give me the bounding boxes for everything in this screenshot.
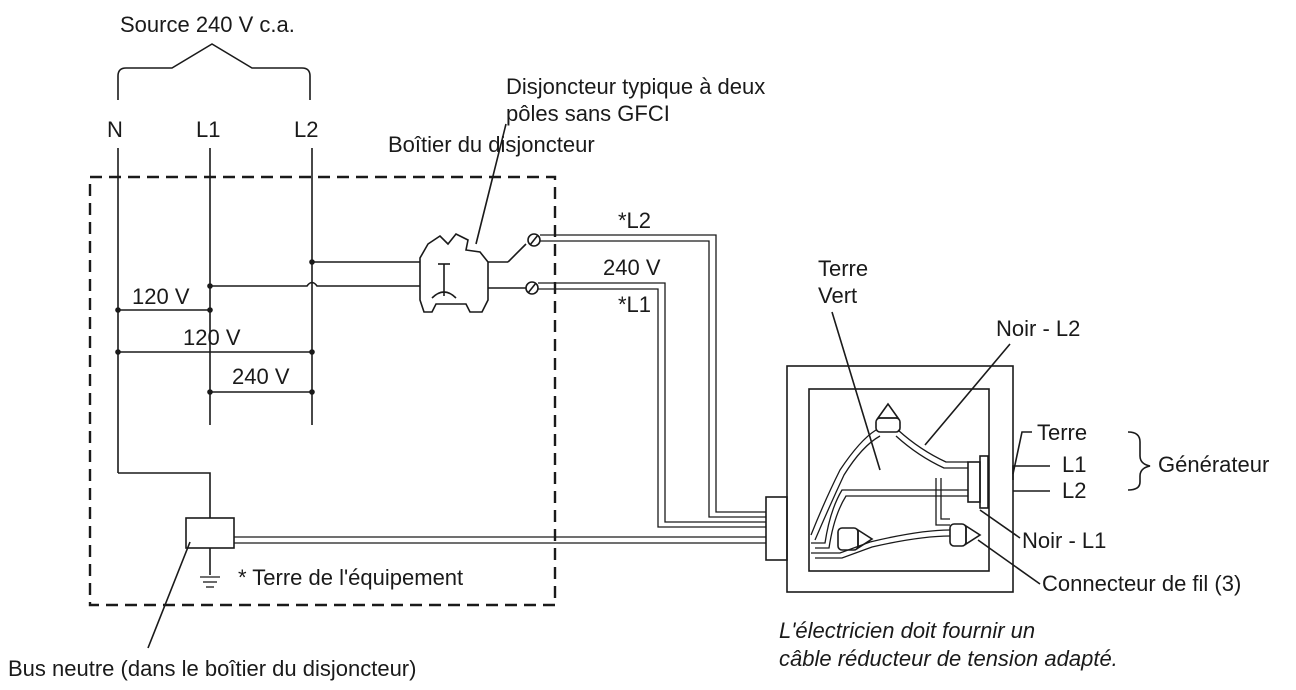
l1-breaker-feed — [210, 281, 420, 287]
gen-terre-label: Terre — [1037, 420, 1087, 445]
wire-nut-left-icon — [837, 527, 874, 551]
cable-240v-label: 240 V — [603, 255, 661, 280]
gen-out-terre — [1012, 431, 1032, 475]
neutral-to-bus-wire — [118, 472, 211, 518]
source-label: Source 240 V c.a. — [120, 12, 295, 37]
volt-120v-label-a: 120 V — [132, 284, 190, 309]
breaker-out-l2-diag — [507, 243, 527, 263]
dot — [207, 307, 213, 313]
dot — [115, 307, 121, 313]
terminal-l2-icon — [527, 233, 541, 247]
l1-junction-dot — [207, 283, 213, 289]
n-label: N — [107, 117, 123, 142]
terre-vert-leader — [831, 311, 881, 471]
breaker-box-outline — [88, 175, 557, 607]
breaker-note-line1: Disjoncteur typique à deux — [506, 74, 765, 99]
breaker-box-label: Boîtier du disjoncteur — [388, 132, 595, 157]
wire-nut-right-icon — [949, 523, 982, 547]
gen-out-l1 — [1012, 465, 1050, 480]
l1-label: L1 — [196, 117, 220, 142]
cable-l2-label: *L2 — [618, 208, 651, 233]
noir-l2-leader — [924, 343, 1011, 446]
l2-junction-dot — [309, 259, 315, 265]
dot — [115, 349, 121, 355]
noir-l2-label: Noir - L2 — [996, 316, 1080, 341]
gen-l2-label: L2 — [1062, 478, 1086, 503]
strain-relief-connector — [765, 496, 788, 561]
noir-l1-leader — [979, 509, 1021, 539]
junction-box-inner — [808, 388, 990, 572]
ground-equipment-label: * Terre de l'équipement — [238, 565, 463, 590]
electrician-note-line1: L'électricien doit fournir un — [779, 618, 1035, 643]
generator-brace — [1127, 431, 1151, 491]
source-brace — [117, 43, 311, 100]
terre-vert-line2: Vert — [818, 283, 857, 308]
noir-l1-label: Noir - L1 — [1022, 528, 1106, 553]
cable-ground — [234, 536, 766, 544]
dot — [207, 389, 213, 395]
volt-120v-label-b: 120 V — [183, 325, 241, 350]
wire-nut-top-icon — [875, 402, 901, 433]
ground-symbol-icon — [200, 576, 220, 588]
dot — [309, 349, 315, 355]
volt-240v-label: 240 V — [232, 364, 290, 389]
cable-240v-pair — [538, 282, 766, 528]
connecteur-leader — [977, 539, 1041, 585]
terre-vert-line1: Terre — [818, 256, 868, 281]
internal-wiring — [810, 429, 968, 559]
generator-plug-icon — [967, 455, 989, 509]
two-pole-breaker-icon — [419, 232, 489, 313]
neutral-bus-block — [185, 517, 235, 549]
breaker-leader-line — [475, 123, 507, 245]
breaker-note-line2: pôles sans GFCI — [506, 101, 670, 126]
neutral-bus-leader — [147, 541, 191, 649]
cable-l2 — [540, 234, 766, 518]
terminal-l1-icon — [525, 281, 539, 295]
electrician-note-line2: câble réducteur de tension adapté. — [779, 646, 1118, 671]
generateur-label: Générateur — [1158, 452, 1269, 477]
neutral-bus-label: Bus neutre (dans le boîtier du disjoncte… — [8, 656, 416, 681]
cable-l1-label: *L1 — [618, 292, 651, 317]
dot — [309, 389, 315, 395]
gen-l1-label: L1 — [1062, 452, 1086, 477]
l2-label: L2 — [294, 117, 318, 142]
connecteur-label: Connecteur de fil (3) — [1042, 571, 1241, 596]
